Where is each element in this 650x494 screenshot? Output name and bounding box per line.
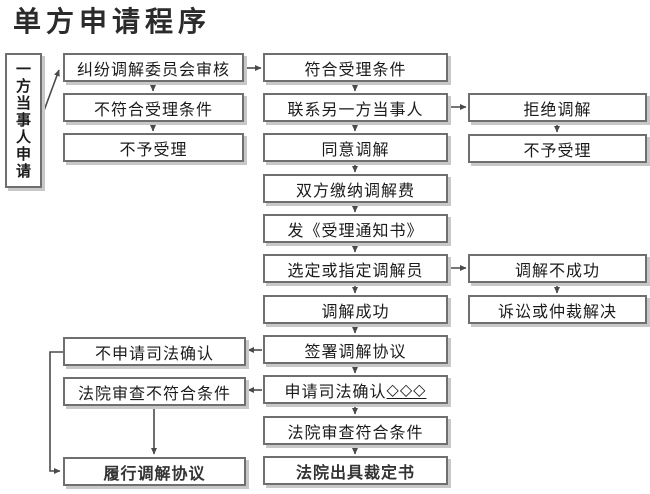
- flow-node-not-qualified: 不符合受理条件: [63, 93, 244, 122]
- judicial-confirm-label: 申请司法确认: [284, 381, 387, 401]
- flow-node-court-review-pass: 法院审查符合条件: [263, 416, 448, 445]
- flow-node-mediation-success: 调解成功: [263, 295, 448, 324]
- flow-node-sign-agreement: 签署调解协议: [263, 335, 448, 364]
- flow-node-litigation-or-arbitration: 诉讼或仲裁解决: [468, 295, 647, 324]
- flow-node-court-review-fail: 法院审查不符合条件: [63, 377, 246, 406]
- flow-arrows: [41, 65, 560, 474]
- flow-node-issue-notice: 发《受理通知书》: [263, 214, 448, 243]
- flow-node-refuse-mediation: 拒绝调解: [468, 93, 647, 122]
- flow-node-select-mediator: 选定或指定调解员: [263, 254, 448, 283]
- page-title: 单方申请程序: [13, 5, 212, 38]
- flow-node-entry: 一方当事人申请: [5, 53, 42, 188]
- arrow-noconfirm-to-perform: [49, 351, 63, 474]
- flow-node-qualified: 符合受理条件: [263, 53, 448, 82]
- flow-node-contact-other-party: 联系另一方当事人: [263, 93, 448, 122]
- flow-node-judicial-confirm: 申请司法确认◇◇◇: [263, 375, 448, 404]
- flow-node-not-accepted-left: 不予受理: [63, 133, 244, 162]
- flow-node-court-ruling: 法院出具裁定书: [263, 456, 448, 485]
- flow-node-mediation-fail: 调解不成功: [468, 254, 647, 283]
- flow-node-no-judicial-confirm: 不申请司法确认: [63, 337, 246, 366]
- flow-node-agree-mediation: 同意调解: [263, 133, 448, 162]
- flow-node-pay-fee: 双方缴纳调解费: [263, 174, 448, 203]
- judicial-confirm-diamonds: ◇◇◇: [386, 380, 427, 399]
- arrow-entry-to-review: [41, 69, 60, 117]
- flow-node-not-accepted-right: 不予受理: [468, 134, 647, 163]
- flow-node-perform-agreement: 履行调解协议: [63, 457, 246, 486]
- flow-node-committee-review: 纠纷调解委员会审核: [63, 53, 244, 82]
